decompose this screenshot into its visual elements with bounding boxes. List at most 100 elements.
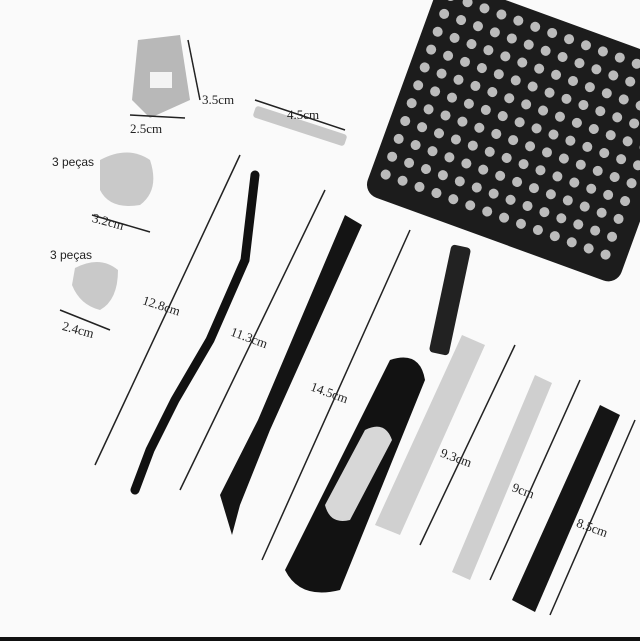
bit [552,171,563,182]
bit [432,26,443,37]
spudger-2 [452,375,552,580]
bit [599,148,610,159]
bit [614,52,625,63]
bit [459,56,470,67]
extension-bar [253,106,347,146]
dimension-lines [59,39,636,616]
bit [605,130,616,141]
bit [437,170,448,181]
bit [417,122,428,133]
bit [582,141,593,152]
bit [454,176,465,187]
bit [527,81,538,92]
label-extension-bar: 4.5cm [287,107,320,122]
bit [609,172,620,183]
bit [482,206,493,217]
bit [579,201,590,212]
bit [387,151,398,162]
bit [551,69,562,80]
bit [564,34,575,45]
bit [523,39,534,50]
bit [461,158,472,169]
bit [413,80,424,91]
bit [400,116,411,127]
bit [626,178,637,189]
bit [549,231,560,242]
bit [491,128,502,139]
bit [496,9,507,20]
bit [505,194,516,205]
bit [574,58,585,69]
bit [595,106,606,117]
bit [518,159,529,170]
bit [483,45,494,56]
bit [474,122,485,133]
bit [514,117,525,128]
bit [616,154,627,165]
bit [467,140,478,151]
bit [530,21,541,32]
bit [436,68,447,79]
bit [495,170,506,181]
bit [380,169,391,180]
bit [600,249,611,260]
bits-grid [380,0,640,260]
bit [463,98,474,109]
bit [508,135,519,146]
bit [569,177,580,188]
bit [588,124,599,135]
bit [565,135,576,146]
bit [430,86,441,97]
bit [410,140,421,151]
label-pick-small-qty: 3 peças [50,248,93,262]
bit [447,92,458,103]
bit [635,100,640,111]
bit [480,104,491,115]
bit [567,75,578,86]
bit [444,152,455,163]
bit [393,133,404,144]
bit [544,87,555,98]
bit [404,157,415,168]
bit [419,62,430,73]
label-pick-large-qty: 3 peças [52,155,95,169]
bit [515,218,526,229]
bit [557,51,568,62]
bit [426,44,437,55]
bit [540,45,551,56]
bit [539,207,550,218]
bit [590,225,601,236]
bit [580,40,591,51]
bit [440,110,451,121]
bit [631,58,640,69]
bit [603,189,614,200]
bit [453,74,464,85]
bit [457,116,468,127]
bit [478,164,489,175]
bit [489,27,500,38]
bit [596,207,607,218]
bit [578,99,589,110]
bit [493,69,504,80]
screwdriver [285,244,471,593]
bit [431,188,442,199]
bit [476,63,487,74]
bit [472,21,483,32]
bit [506,33,517,44]
bit [601,88,612,99]
bit [414,181,425,192]
bit [449,32,460,43]
bit [517,57,528,68]
bit [479,3,490,14]
bit [583,243,594,254]
bit [528,183,539,194]
bit [497,111,508,122]
tweezers [220,215,362,535]
bit [613,213,624,224]
bit [448,194,459,205]
bit [500,51,511,62]
bit [622,136,633,147]
bit [510,75,521,86]
bit [522,200,533,211]
